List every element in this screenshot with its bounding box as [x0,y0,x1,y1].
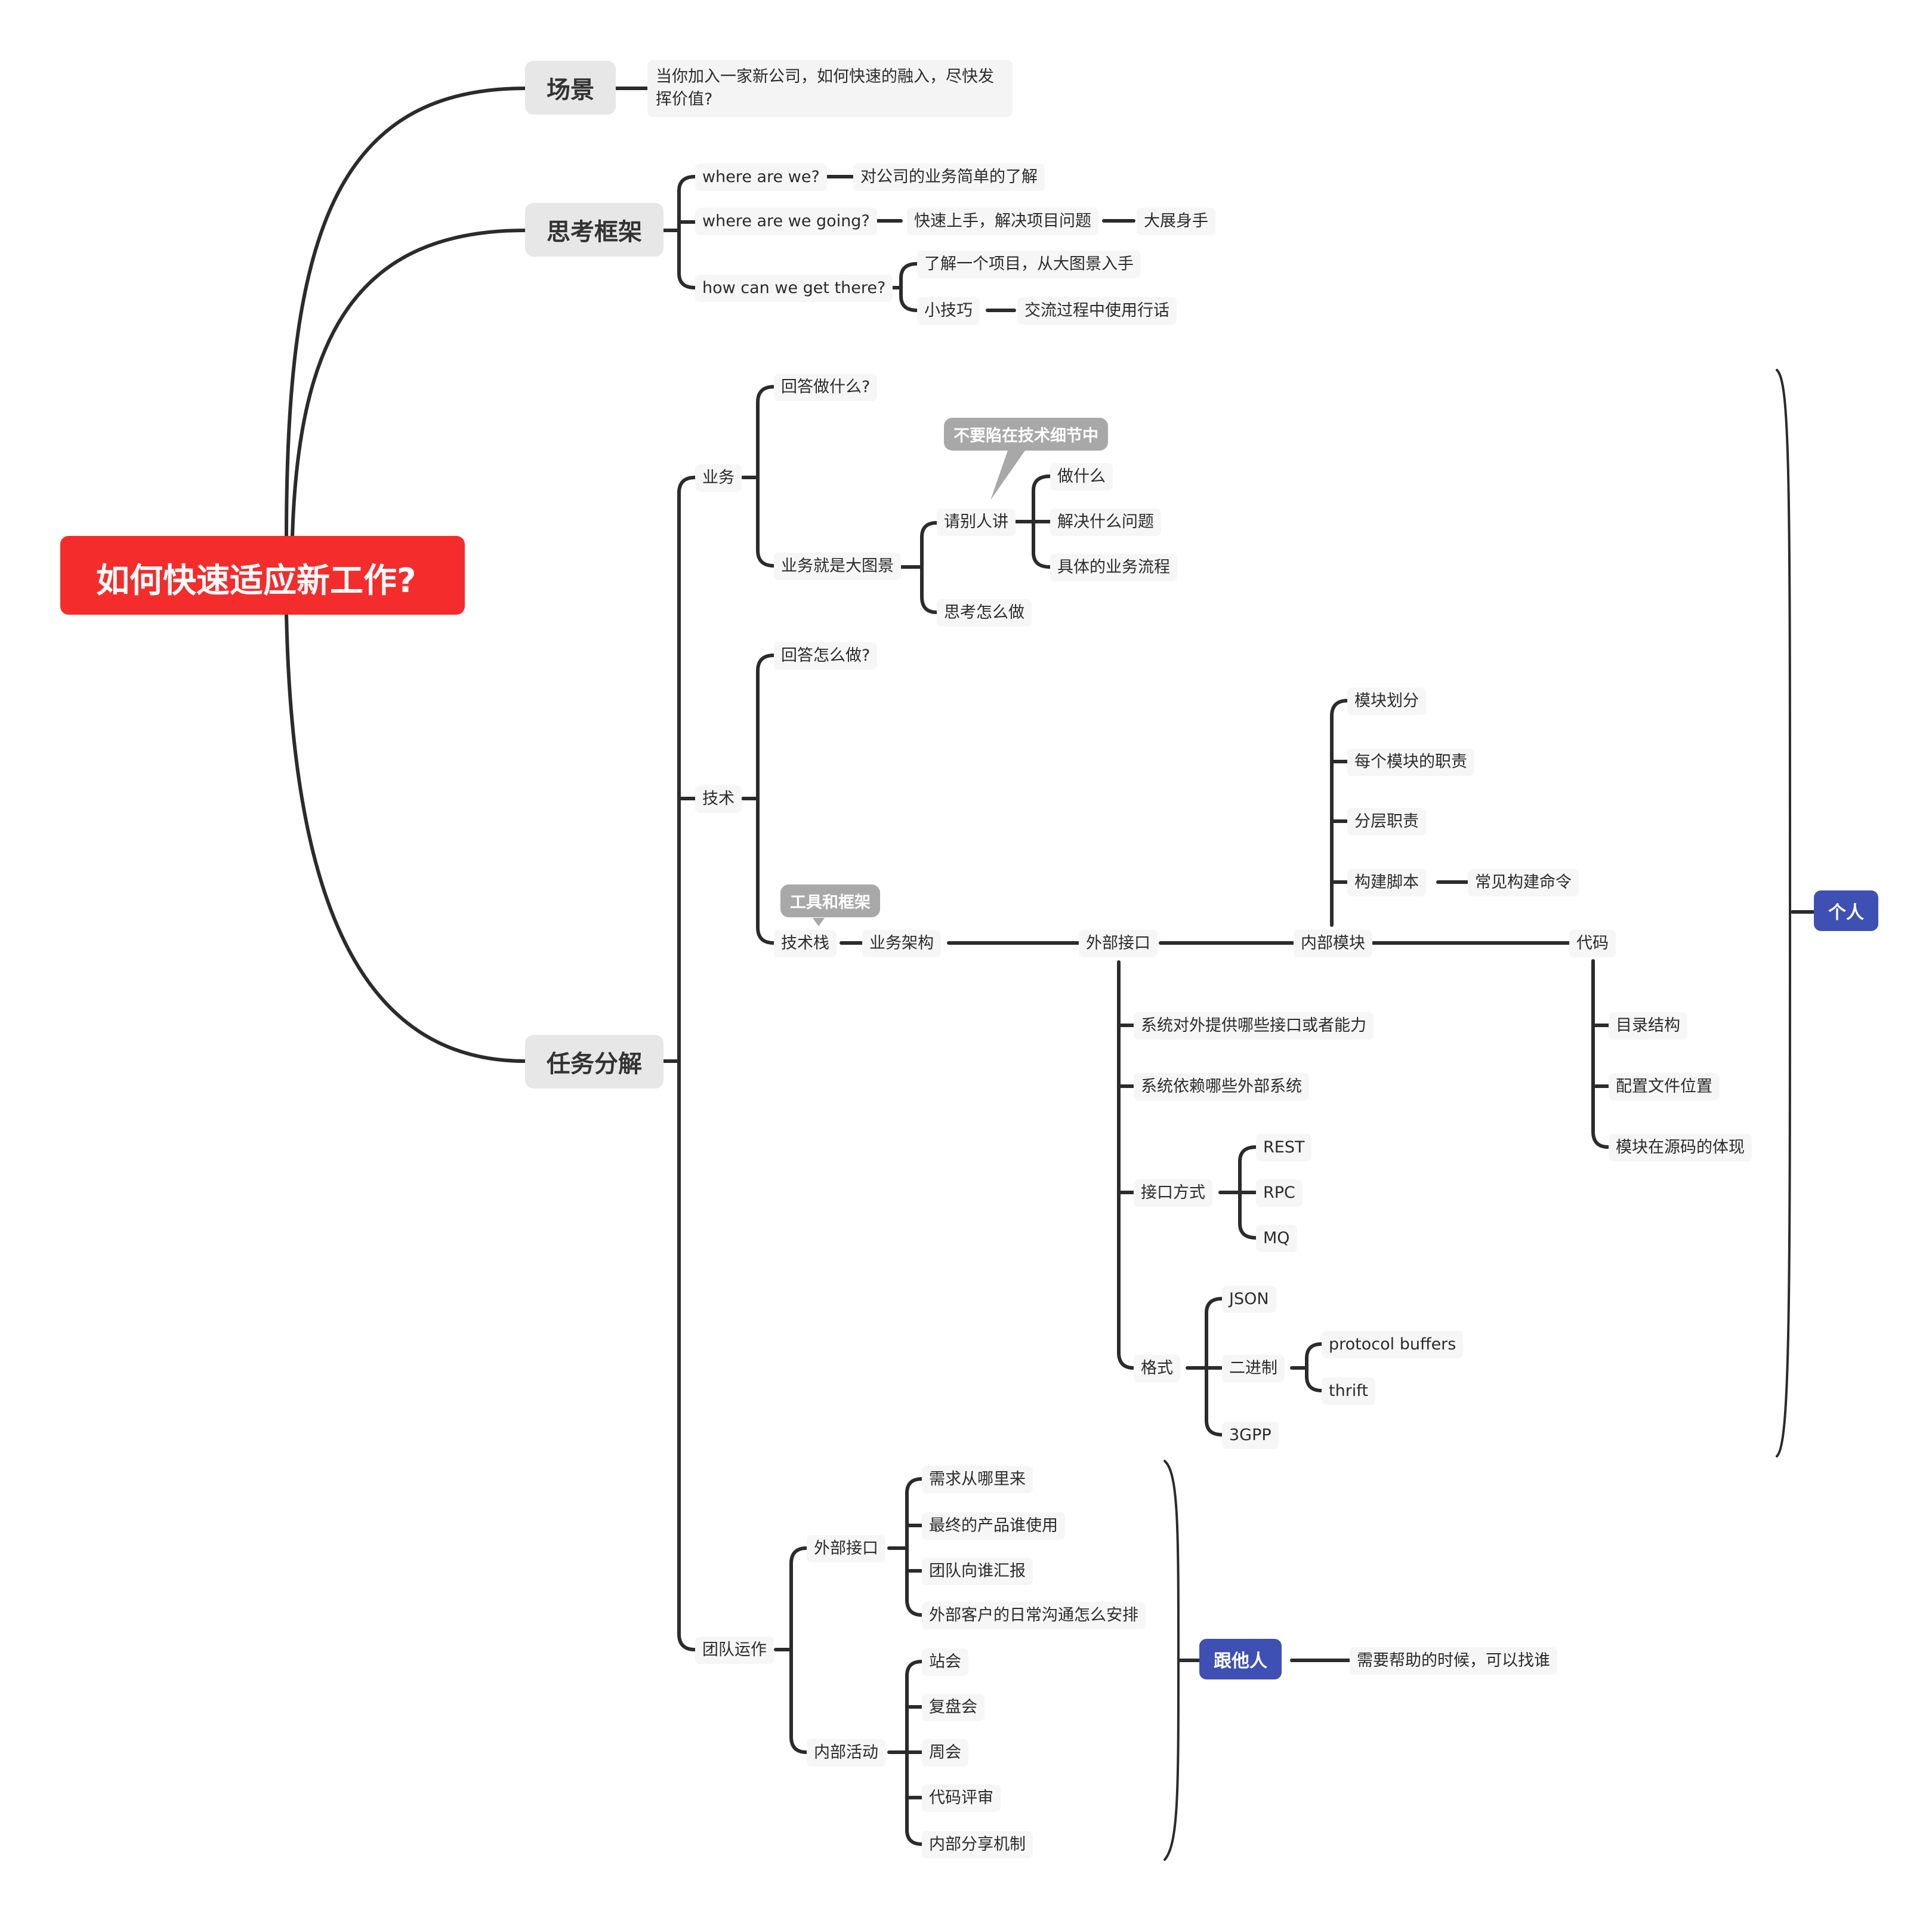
ask-item-what[interactable]: 做什么 [1050,463,1113,491]
business-big-picture[interactable]: 业务就是大图景 [774,553,901,580]
team-ext-user[interactable]: 最终的产品谁使用 [922,1512,1065,1540]
format-json[interactable]: JSON [1222,1286,1276,1313]
format-3gpp[interactable]: 3GPP [1222,1422,1279,1449]
tech-code[interactable]: 代码 [1569,930,1616,957]
team-ext-demand[interactable]: 需求从哪里来 [922,1466,1033,1493]
team-ext-report[interactable]: 团队向谁汇报 [922,1558,1033,1585]
team-int-retro[interactable]: 复盘会 [922,1694,984,1721]
binary-thrift[interactable]: thrift [1322,1377,1375,1405]
edge-root-framework [291,229,527,539]
internal-responsibility[interactable]: 每个模块的职责 [1347,748,1474,776]
others-who-to-ask[interactable]: 需要帮助的时候，可以找谁 [1350,1647,1557,1675]
question-where-are-we[interactable]: where are we? [695,164,827,191]
tech-internal-modules[interactable]: 内部模块 [1294,930,1372,957]
answer-tips[interactable]: 小技巧 [917,297,980,325]
question-where-going[interactable]: where are we going? [695,208,877,235]
iface-rpc[interactable]: RPC [1256,1179,1303,1207]
ext-format[interactable]: 格式 [1134,1355,1180,1382]
edge-root-tasks [285,613,527,1063]
answer-big-picture[interactable]: 了解一个项目，从大图景入手 [917,251,1141,278]
build-common-cmd[interactable]: 常见构建命令 [1468,869,1579,896]
internal-layer[interactable]: 分层职责 [1347,808,1426,836]
team-ext-customer[interactable]: 外部客户的日常沟通怎么安排 [922,1602,1146,1629]
ext-item-provides[interactable]: 系统对外提供哪些接口或者能力 [1134,1012,1374,1040]
code-dir-structure[interactable]: 目录结构 [1609,1012,1687,1040]
task-tech[interactable]: 技术 [695,785,742,813]
tech-external-interface[interactable]: 外部接口 [1079,930,1158,957]
note-tools-frameworks: 工具和框架 [780,884,880,917]
summary-others[interactable]: 跟他人 [1199,1639,1282,1679]
answer-jargon[interactable]: 交流过程中使用行话 [1017,297,1177,325]
main-topic-scene[interactable]: 场景 [525,61,616,115]
main-topic-framework[interactable]: 思考框架 [525,203,663,257]
internal-build-script[interactable]: 构建脚本 [1347,869,1426,896]
callout-tail [990,449,1026,500]
ask-item-problem[interactable]: 解决什么问题 [1050,508,1161,536]
task-business[interactable]: 业务 [695,464,742,492]
ext-item-depends[interactable]: 系统依赖哪些外部系统 [1134,1073,1309,1101]
task-team[interactable]: 团队运作 [695,1636,774,1664]
binary-protobuf[interactable]: protocol buffers [1322,1331,1464,1358]
team-int-code-review[interactable]: 代码评审 [922,1784,1001,1812]
answer-where-going[interactable]: 快速上手，解决项目问题 [907,208,1098,235]
team-external[interactable]: 外部接口 [807,1535,885,1562]
team-int-standup[interactable]: 站会 [922,1648,968,1676]
ask-item-flow[interactable]: 具体的业务流程 [1050,554,1177,581]
answer-where-are-we[interactable]: 对公司的业务简单的了解 [853,164,1045,191]
scene-description[interactable]: 当你加入一家新公司，如何快速的融入，尽快发挥价值? [647,60,1013,117]
ext-interface-style[interactable]: 接口方式 [1134,1179,1212,1207]
code-module-in-source[interactable]: 模块在源码的体现 [1609,1134,1752,1161]
iface-rest[interactable]: REST [1256,1134,1312,1161]
note-tail [813,918,825,926]
business-think-how[interactable]: 思考怎么做 [937,599,1032,627]
tech-business-arch[interactable]: 业务架构 [862,930,941,957]
internal-division[interactable]: 模块划分 [1347,688,1426,715]
summary-personal[interactable]: 个人 [1814,890,1878,931]
team-int-weekly[interactable]: 周会 [922,1739,968,1767]
root-topic[interactable]: 如何快速适应新工作? [60,536,465,615]
tech-question[interactable]: 回答怎么做? [774,642,878,670]
answer-where-going-b[interactable]: 大展身手 [1137,208,1215,235]
question-how-get-there[interactable]: how can we get there? [695,275,893,302]
callout-no-tech-detail: 不要陷在技术细节中 [944,418,1108,451]
main-topic-tasks[interactable]: 任务分解 [525,1035,663,1089]
business-ask-others[interactable]: 请别人讲 [937,508,1016,536]
team-internal[interactable]: 内部活动 [807,1739,885,1767]
business-question[interactable]: 回答做什么? [774,374,878,401]
tech-stack[interactable]: 技术栈 [774,930,837,957]
format-binary[interactable]: 二进制 [1222,1355,1285,1382]
edge-root-scene [285,87,527,539]
iface-mq[interactable]: MQ [1256,1225,1297,1252]
code-config-location[interactable]: 配置文件位置 [1609,1073,1720,1101]
team-int-sharing[interactable]: 内部分享机制 [922,1831,1033,1858]
